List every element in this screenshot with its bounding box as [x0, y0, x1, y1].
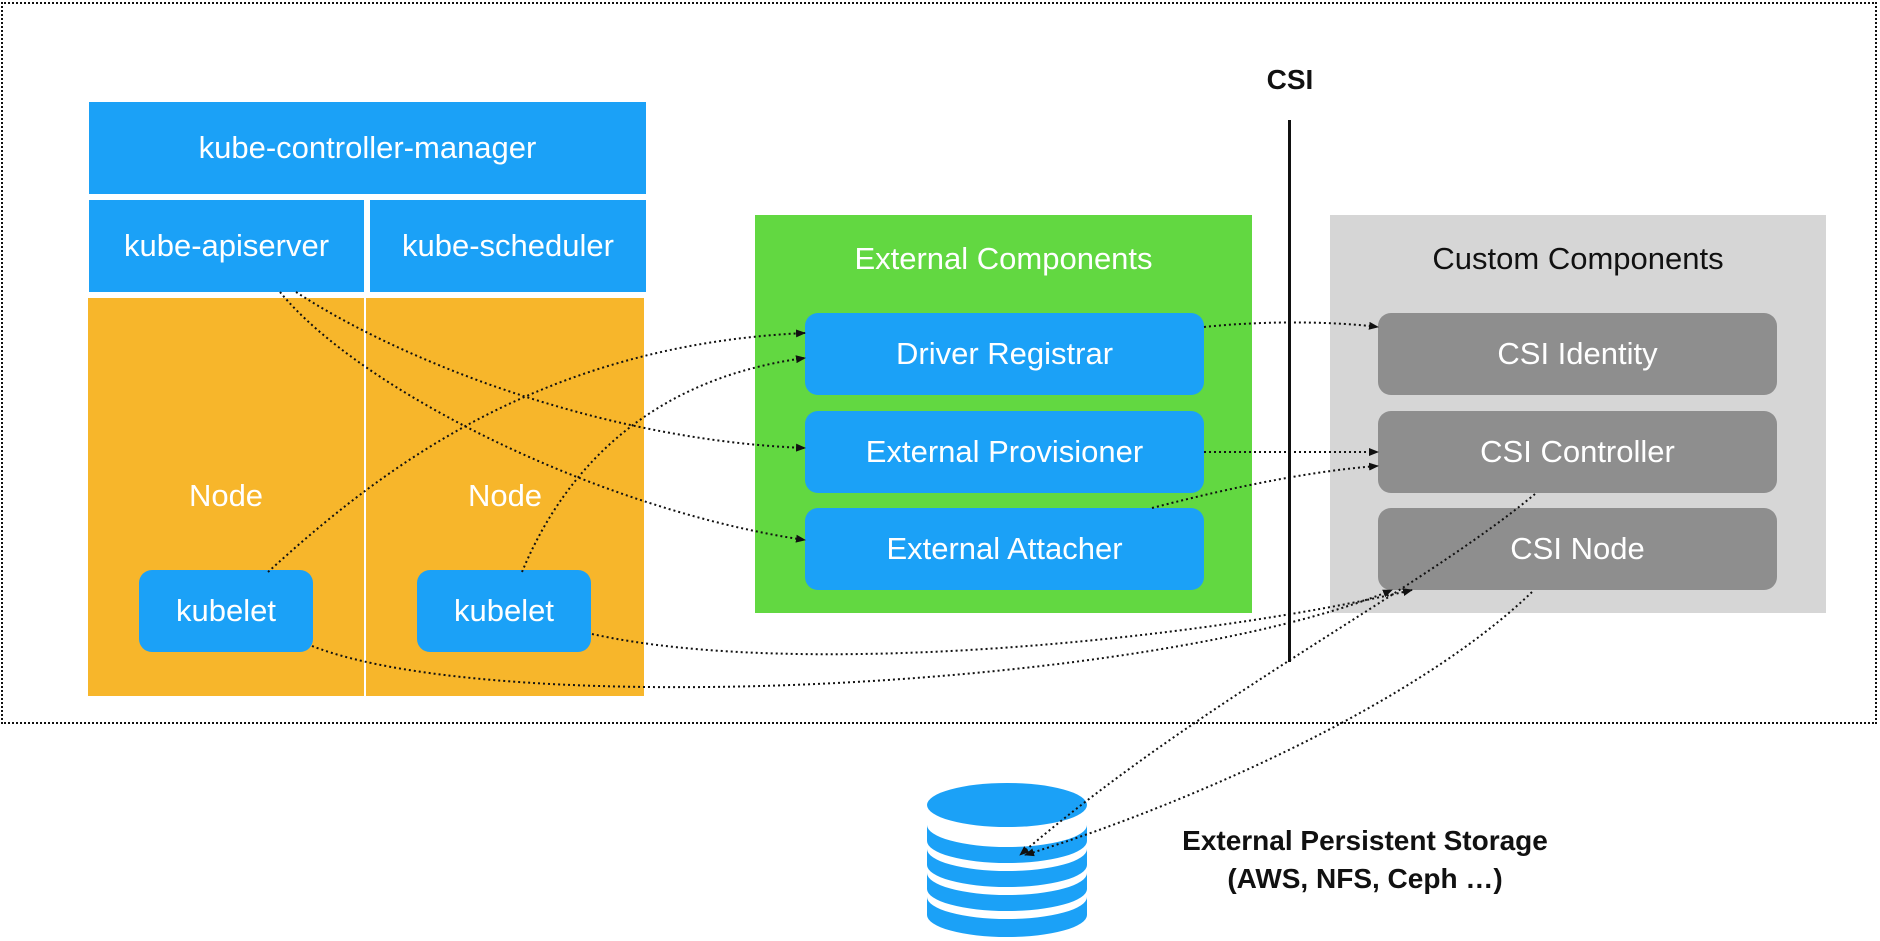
- kube-controller-manager-label: kube-controller-manager: [198, 130, 537, 165]
- csi-identity-box[interactable]: CSI Identity: [1378, 313, 1777, 395]
- custom-components-panel[interactable]: Custom Components CSI Identity CSI Contr…: [1330, 215, 1826, 613]
- csi-label: CSI: [1266, 64, 1314, 95]
- driver-registrar-box[interactable]: Driver Registrar: [805, 313, 1204, 395]
- kube-apiserver-box[interactable]: kube-apiserver: [89, 200, 364, 292]
- external-provisioner-box[interactable]: External Provisioner: [805, 411, 1204, 493]
- csi-identity-label: CSI Identity: [1497, 336, 1658, 371]
- kube-controller-manager-box[interactable]: kube-controller-manager: [89, 102, 646, 194]
- node-panel-2[interactable]: Node kubelet: [366, 298, 644, 696]
- kubelet-label-1: kubelet: [176, 593, 276, 628]
- kube-apiserver-label: kube-apiserver: [123, 228, 330, 263]
- storage-label-line2: (AWS, NFS, Ceph …): [1227, 863, 1503, 894]
- custom-components-title: Custom Components: [1432, 241, 1724, 276]
- csi-divider-line: [1288, 120, 1291, 662]
- external-components-title: External Components: [854, 241, 1153, 276]
- csi-controller-box[interactable]: CSI Controller: [1378, 411, 1777, 493]
- storage-label: External Persistent Storage (AWS, NFS, C…: [1140, 822, 1590, 898]
- csi-node-box[interactable]: CSI Node: [1378, 508, 1777, 590]
- driver-registrar-label: Driver Registrar: [895, 336, 1114, 371]
- external-attacher-box[interactable]: External Attacher: [805, 508, 1204, 590]
- kubelet-box-2[interactable]: kubelet: [417, 570, 591, 652]
- kube-scheduler-label: kube-scheduler: [402, 228, 614, 263]
- node-label-2: Node: [467, 478, 543, 513]
- kubelet-box-1[interactable]: kubelet: [139, 570, 313, 652]
- external-attacher-label: External Attacher: [886, 531, 1123, 566]
- external-provisioner-label: External Provisioner: [865, 434, 1144, 469]
- csi-node-label: CSI Node: [1510, 531, 1645, 566]
- storage-database-icon: [927, 783, 1087, 937]
- node-panel-1[interactable]: Node kubelet: [88, 298, 364, 696]
- kube-scheduler-box[interactable]: kube-scheduler: [370, 200, 646, 292]
- node-label-1: Node: [188, 478, 264, 513]
- cluster-boundary: [1, 2, 1877, 724]
- external-components-panel[interactable]: External Components Driver Registrar Ext…: [755, 215, 1252, 613]
- kubelet-label-2: kubelet: [454, 593, 554, 628]
- csi-controller-label: CSI Controller: [1480, 434, 1675, 469]
- storage-label-line1: External Persistent Storage: [1182, 825, 1548, 856]
